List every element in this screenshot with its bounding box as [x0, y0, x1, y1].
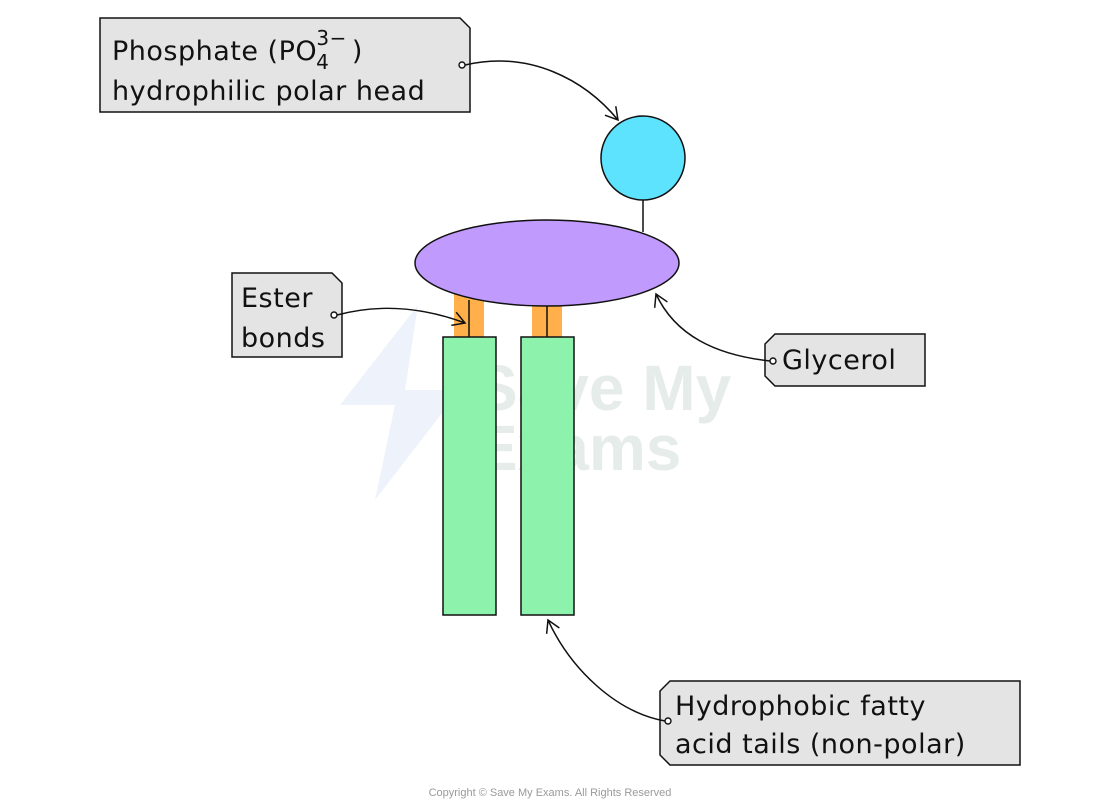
ester-label-line1: Ester: [241, 283, 313, 314]
phosphate-head: [600, 115, 686, 201]
fatty-acid-tail-right: [520, 336, 575, 616]
glycerol: [414, 219, 680, 307]
phosphate-label-subscript: 4: [316, 50, 329, 74]
watermark-line2: Exams: [475, 412, 681, 484]
svg-text:Phosphate (PO43−): Phosphate (PO43−): [112, 26, 363, 74]
ester-label: Ester bonds: [231, 272, 467, 358]
ester-label-line2: bonds: [241, 323, 325, 354]
copyright-footer: Copyright © Save My Exams. All Rights Re…: [428, 787, 672, 799]
phosphate-label-suffix: ): [352, 36, 363, 67]
tails-arrow: [545, 618, 666, 722]
ester-arrow: [336, 307, 467, 327]
watermark-logo-icon: [340, 305, 460, 500]
phosphate-label-superscript: 3−: [316, 26, 346, 50]
watermark-line1: Save My: [475, 352, 732, 424]
fatty-acid-tail-left: [442, 336, 497, 616]
glycerol-label-box: [764, 333, 926, 387]
tails-label-line2: acid tails (non-polar): [675, 729, 966, 760]
ester-label-box: [231, 272, 343, 358]
glycerol-label-text: Glycerol: [782, 345, 896, 376]
phosphate-label-line2: hydrophilic polar head: [112, 76, 425, 107]
phosphate-label: Phosphate (PO43−) hydrophilic polar head: [99, 17, 619, 122]
phosphate-arrow: [464, 60, 619, 122]
tails-label-line1: Hydrophobic fatty: [675, 691, 926, 722]
tails-label-box: [659, 680, 1021, 766]
watermark: Save My Exams: [340, 305, 732, 500]
phosphate-label-prefix: Phosphate (PO: [112, 36, 317, 67]
glycerol-arrow: [653, 292, 771, 362]
tails-label: Hydrophobic fatty acid tails (non-polar): [545, 618, 1021, 766]
phosphate-label-box: [99, 17, 471, 113]
glycerol-label: Glycerol: [653, 292, 926, 387]
